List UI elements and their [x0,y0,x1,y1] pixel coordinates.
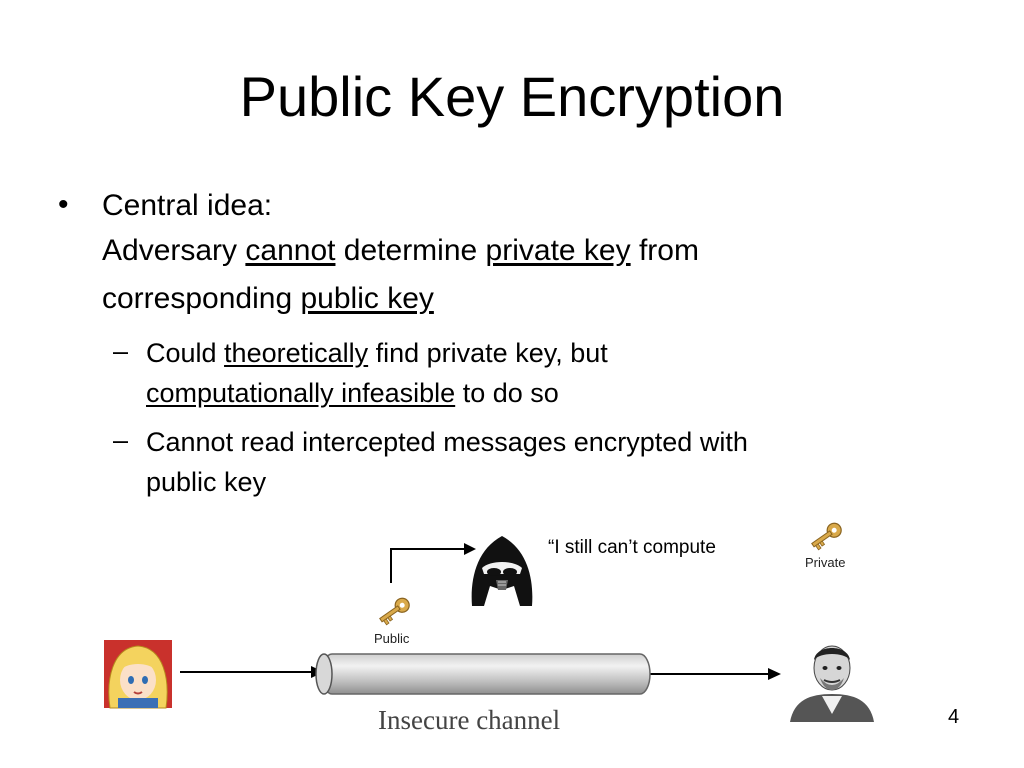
dash-marker: – [113,425,129,455]
sub-bullet-1-line-1: Could theoretically find private key, bu… [146,338,608,368]
central-idea-label: Central idea: [102,189,273,222]
insecure-channel-label: Insecure channel [378,705,561,735]
intercept-arrow [390,548,465,583]
sub-bullet-2-line-1: Cannot read intercepted messages encrypt… [146,427,748,457]
slide-title: Public Key Encryption [239,65,785,128]
dash-marker: – [113,336,129,366]
sub-bullet-1-line-2: computationally infeasible to do so [146,378,559,408]
private-key-label: Private [805,555,846,570]
public-key-label: Public [374,631,410,646]
receiver-bob-icon [790,645,874,722]
sender-alice-icon [104,640,172,709]
adversary-icon [471,536,533,606]
sub-bullet-2-line-2: public key [146,467,267,497]
insecure-channel-pipe [315,653,651,695]
central-idea-line-2: corresponding public key [102,282,434,315]
intercept-arrowhead [464,543,476,555]
receiver-arrowhead [768,668,781,680]
page-number: 4 [948,706,960,728]
bullet-marker: • [58,188,69,221]
adversary-quote: “I still can’t compute [548,537,716,558]
private-key-icon [811,522,842,551]
public-key-icon [379,597,410,626]
central-idea-line-1: Adversary cannot determine private key f… [102,234,699,267]
